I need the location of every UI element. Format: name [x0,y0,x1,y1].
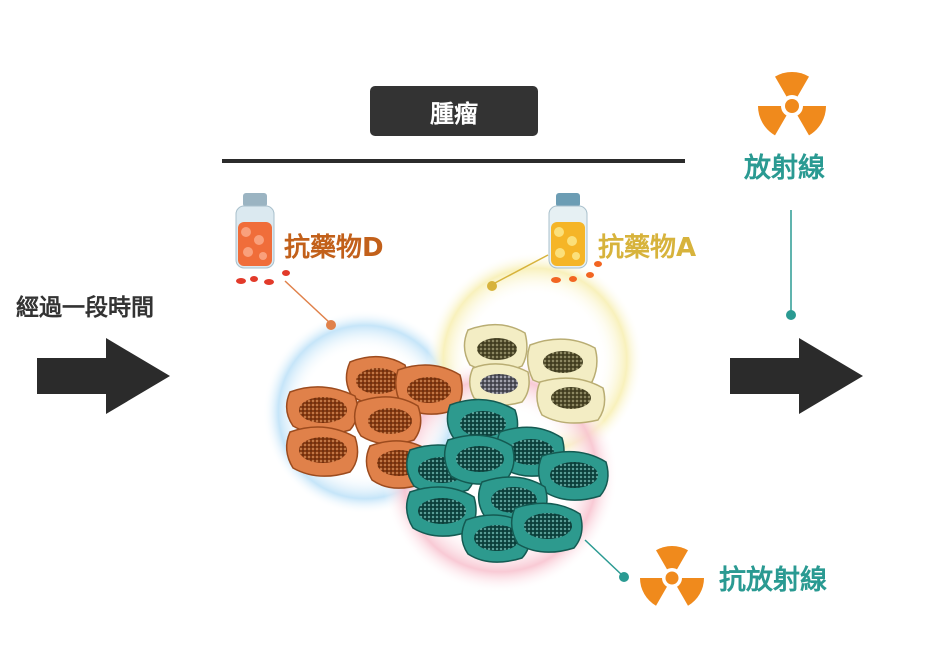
left-arrow [37,338,170,414]
right-arrow [730,338,863,414]
tumor-title: 腫瘤 [430,99,478,128]
radiation-connector-dot [786,310,796,320]
time-passes-label: 經過一段時間 [16,295,154,321]
tumor-title-box: 腫瘤 [370,86,538,136]
drug-d-connector-dot [326,320,336,330]
radiation-resistant-cells [405,398,609,563]
anti-radiation-label: 抗放射線 [719,565,827,596]
pill-bottle-a-icon [548,193,602,283]
drug-a-label: 抗藥物A [598,233,697,263]
drug-a-connector-line [492,254,549,285]
drug-d-connector-line [284,280,331,324]
anti-radiation-connector-line [584,539,624,577]
radiation-icon [758,72,826,140]
drug-d-resistant-cells [285,356,463,489]
anti-radiation-icon [640,546,704,610]
radiation-label: 放射線 [744,153,825,184]
drug-a-resistant-cells [463,324,606,424]
title-underline [222,159,685,163]
pill-bottle-d-icon [235,193,290,285]
anti-radiation-connector-dot [619,572,629,582]
drug-d-label: 抗藥物D [284,233,384,263]
drug-a-connector-dot [487,281,497,291]
